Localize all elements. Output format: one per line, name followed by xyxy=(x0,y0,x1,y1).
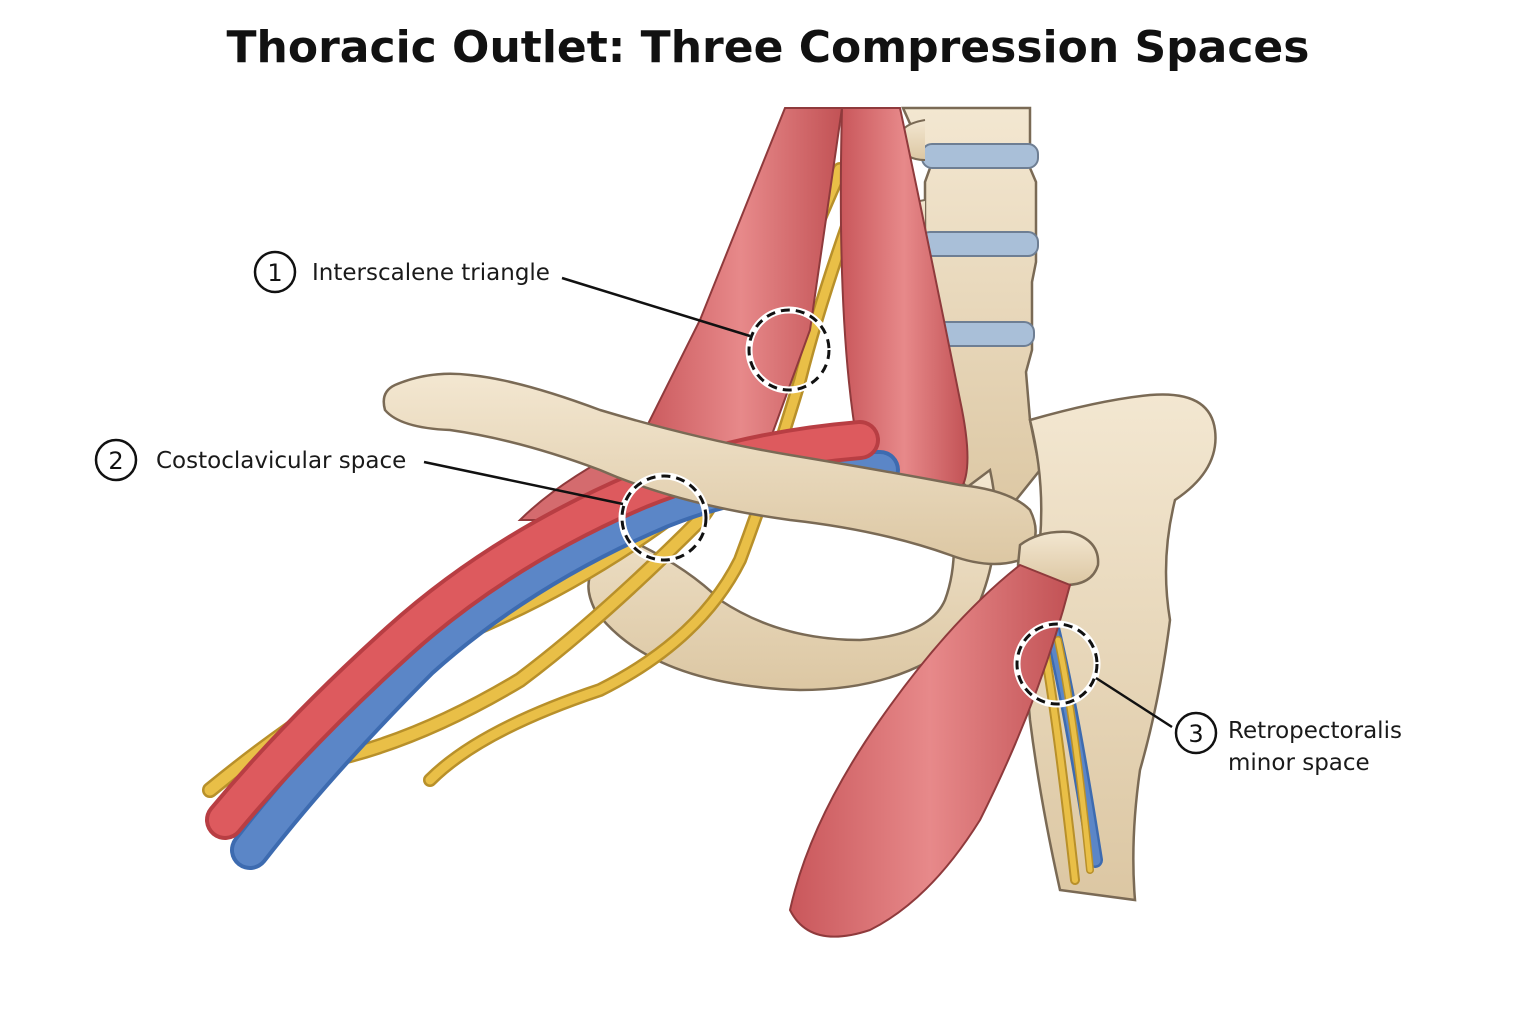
intervertebral-disc xyxy=(921,143,1039,169)
leader-line-2 xyxy=(423,460,624,506)
label-text-line-1: Retropectoralis xyxy=(1228,718,1402,744)
label-text-line-2: minor space xyxy=(1228,750,1370,776)
pectoralis-minor-muscle xyxy=(788,563,1072,938)
label-interscalene-triangle: 1 Interscalene triangle xyxy=(253,250,550,294)
leader-line-1 xyxy=(561,276,751,338)
label-text: Interscalene triangle xyxy=(312,260,550,286)
intervertebral-disc xyxy=(919,231,1039,257)
leader-line-3 xyxy=(1095,676,1173,729)
label-number-badge xyxy=(253,250,297,294)
label-costoclavicular-space: 2 Costoclavicular space xyxy=(94,438,406,482)
label-number: 1 xyxy=(267,259,282,287)
label-number: 2 xyxy=(108,447,123,475)
label-number: 3 xyxy=(1188,720,1203,748)
label-text: Costoclavicular space xyxy=(156,448,406,474)
axillary-bundle xyxy=(1035,612,1103,885)
page-title: Thoracic Outlet: Three Compression Space… xyxy=(226,22,1310,73)
middle-scalene-muscle xyxy=(839,107,969,502)
label-number-badge xyxy=(1174,711,1218,755)
label-number-badge xyxy=(94,438,138,482)
label-retropectoralis-minor-space: 3 Retropectoralis minor space xyxy=(1174,711,1402,776)
anterior-scalene-muscle xyxy=(638,107,844,472)
